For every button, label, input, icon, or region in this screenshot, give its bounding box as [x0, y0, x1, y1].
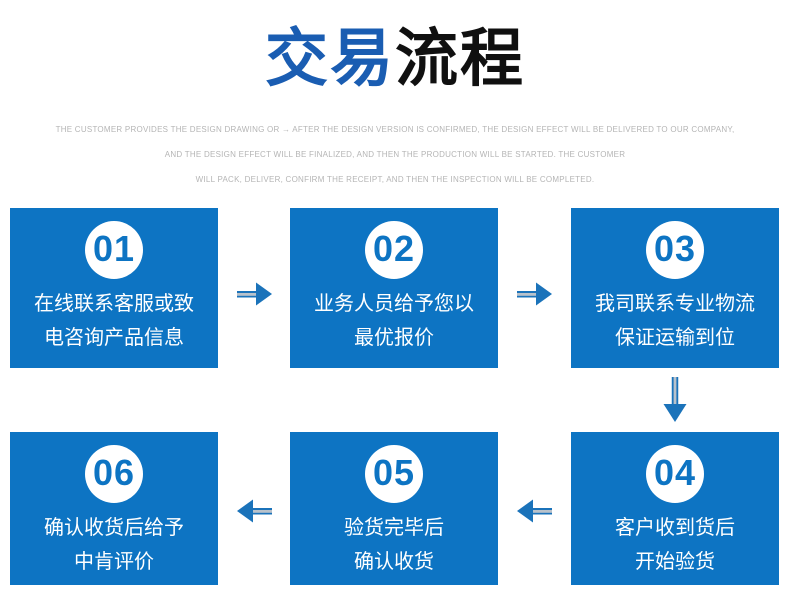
step-number-06: 06: [92, 452, 136, 493]
step-text-03-line2: 保证运输到位: [615, 327, 735, 349]
step-card-06: 06 确认收货后给予 中肯评价: [10, 432, 218, 585]
step-card-04: 04 客户收到货后 开始验货: [571, 432, 779, 585]
subtitle-line-2: AND THE DESIGN EFFECT WILL BE FINALIZED,…: [164, 150, 626, 159]
step-card-05: 05 验货完毕后 确认收货: [290, 432, 498, 585]
step-text-01-line1: 在线联系客服或致: [34, 293, 194, 315]
step-card-03: 03 我司联系专业物流 保证运输到位: [571, 208, 779, 368]
step-text-02-line1: 业务人员给予您以: [314, 293, 474, 315]
step-number-badge-03: 03: [646, 221, 704, 279]
page-title-rest: 流程: [395, 24, 525, 94]
subtitle-line-1: THE CUSTOMER PROVIDES THE DESIGN DRAWING…: [55, 125, 735, 134]
step-number-04: 04: [653, 452, 697, 493]
step-card-01: 01 在线联系客服或致 电咨询产品信息: [10, 208, 218, 368]
step-number-badge-01: 01: [85, 221, 143, 279]
step-text-05: 验货完毕后 确认收货: [344, 511, 444, 579]
page-title: 交易流程: [0, 18, 790, 100]
step-text-06-line2: 中肯评价: [74, 551, 154, 573]
step-text-06-line1: 确认收货后给予: [44, 517, 184, 539]
step-text-01-line2: 电咨询产品信息: [44, 327, 184, 349]
arrow-left-icon-step4-to-step5: [517, 499, 552, 523]
step-text-03-line1: 我司联系专业物流: [595, 293, 755, 315]
arrow-left-icon-step5-to-step6: [237, 499, 272, 523]
step-number-02: 02: [372, 228, 416, 269]
step-text-04-line1: 客户收到货后: [615, 517, 735, 539]
step-text-02-line2: 最优报价: [354, 327, 434, 349]
step-text-04: 客户收到货后 开始验货: [615, 511, 735, 579]
step-number-03: 03: [653, 228, 697, 269]
step-number-badge-05: 05: [365, 445, 423, 503]
step-text-04-line2: 开始验货: [635, 551, 715, 573]
step-text-02: 业务人员给予您以 最优报价: [314, 287, 474, 355]
arrow-down-icon-step3-to-step4: [663, 377, 687, 422]
subtitle: THE CUSTOMER PROVIDES THE DESIGN DRAWING…: [0, 117, 790, 192]
step-number-badge-06: 06: [85, 445, 143, 503]
step-text-01: 在线联系客服或致 电咨询产品信息: [34, 287, 194, 355]
arrow-right-icon-step2-to-step3: [517, 282, 552, 306]
step-number-01: 01: [92, 228, 136, 269]
step-text-03: 我司联系专业物流 保证运输到位: [595, 287, 755, 355]
step-card-02: 02 业务人员给予您以 最优报价: [290, 208, 498, 368]
page-title-highlight: 交易: [265, 24, 395, 94]
step-number-badge-02: 02: [365, 221, 423, 279]
arrow-right-icon-step1-to-step2: [237, 282, 272, 306]
subtitle-line-3: WILL PACK, DELIVER, CONFIRM THE RECEIPT,…: [195, 175, 595, 184]
step-text-05-line2: 确认收货: [354, 551, 434, 573]
step-number-badge-04: 04: [646, 445, 704, 503]
step-text-06: 确认收货后给予 中肯评价: [44, 511, 184, 579]
step-number-05: 05: [372, 452, 416, 493]
step-text-05-line1: 验货完毕后: [344, 517, 444, 539]
